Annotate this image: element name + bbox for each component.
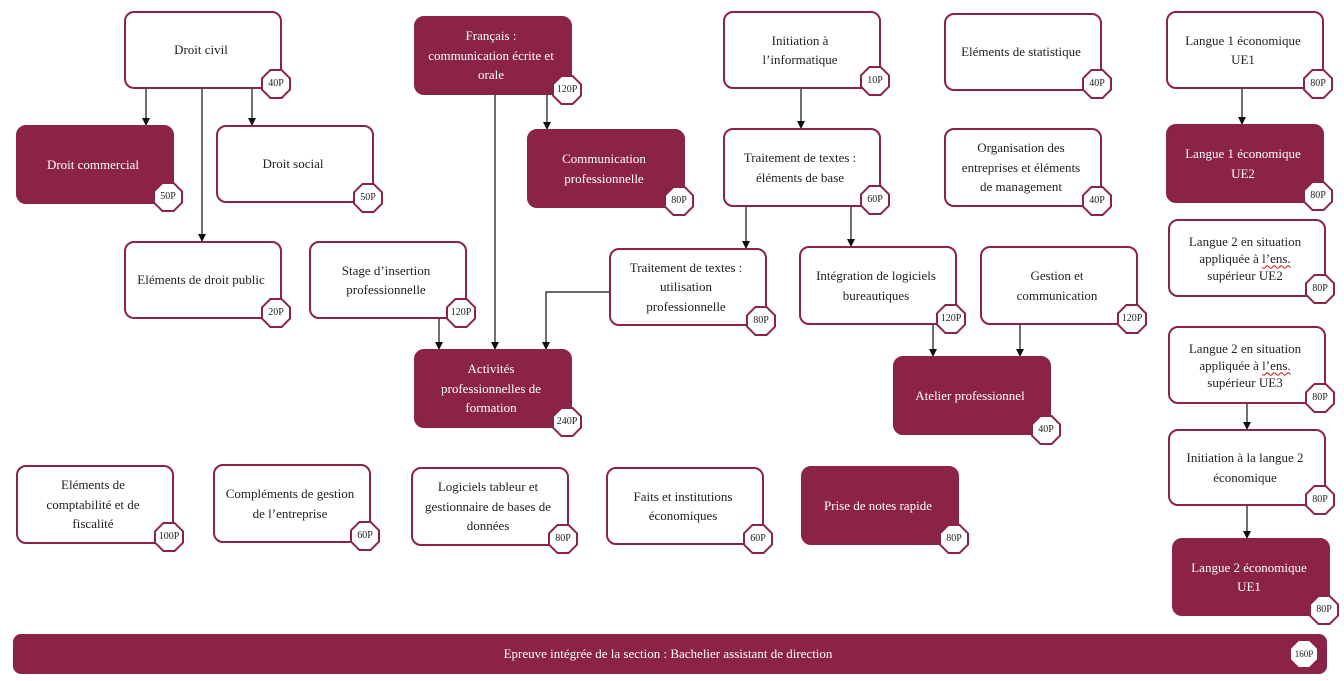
credit-badge: 40P	[1082, 69, 1112, 99]
credit-badge: 80P	[1303, 69, 1333, 99]
node-label: Traitement de textes : utilisation profe…	[629, 259, 743, 314]
node-label: Faits et institutions économiques	[633, 488, 733, 524]
node-label: Initiation à l’informatique	[762, 32, 838, 68]
node-traitement-textes-base[interactable]: Traitement de textes : éléments de base	[723, 128, 881, 207]
node-label: Stage d’insertion professionnelle	[341, 262, 431, 298]
credit-badge: 80P	[1309, 595, 1339, 625]
node-initiation-langue2[interactable]: Initiation à la langue 2 économique	[1168, 429, 1326, 506]
node-logiciels-tableur[interactable]: Logiciels tableur et gestionnaire de bas…	[411, 467, 569, 546]
credit-badge: 10P	[860, 66, 890, 96]
node-label: Langue 2 en situation appliquée à l’ens.…	[1188, 233, 1302, 283]
node-organisation-entreprises[interactable]: Organisation des entreprises et éléments…	[944, 128, 1102, 207]
node-label: Epreuve intégrée de la section : Bacheli…	[503, 646, 833, 662]
credit-badge: 80P	[548, 524, 578, 554]
edge-traitement-utilisation-to-activites	[542, 291, 609, 350]
node-langue2-ue1[interactable]: Langue 2 économique UE1	[1172, 538, 1330, 616]
node-francais-communication[interactable]: Français : communication écrite et orale	[414, 16, 572, 95]
credit-badge: 120P	[1117, 304, 1147, 334]
node-initiation-informatique[interactable]: Initiation à l’informatique	[723, 11, 881, 89]
credit-badge: 80P	[939, 524, 969, 554]
node-label: Compléments de gestion de l’entreprise	[225, 486, 355, 521]
node-activites-professionnelles[interactable]: Activités professionnelles de formation	[414, 349, 572, 428]
credit-badge: 120P	[446, 298, 476, 328]
node-droit-civil[interactable]: Droit civil	[124, 11, 282, 89]
node-label: Communication professionnelle	[562, 151, 646, 186]
node-label: Français : communication écrite et orale	[428, 28, 554, 83]
node-droit-social[interactable]: Droit social	[216, 125, 374, 203]
credit-badge: 40P	[261, 69, 291, 99]
node-label: Langue 2 économique UE1	[1191, 559, 1307, 595]
credit-badge: 100P	[154, 522, 184, 552]
node-label: Prise de notes rapide	[824, 497, 932, 513]
credit-badge: 40P	[1031, 415, 1061, 445]
credit-badge: 40P	[1082, 186, 1112, 216]
credit-badge: 60P	[860, 185, 890, 215]
node-atelier-professionnel[interactable]: Atelier professionnel	[893, 356, 1051, 435]
node-label: Eléments de comptabilité et de fiscalité	[46, 477, 140, 532]
credit-badge: 80P	[664, 186, 694, 216]
credit-badge: 60P	[743, 524, 773, 554]
node-droit-commercial[interactable]: Droit commercial	[16, 125, 174, 204]
credit-badge: 120P	[552, 75, 582, 105]
node-label: Activités professionnelles de formation	[440, 361, 541, 416]
node-langue1-ue1[interactable]: Langue 1 économique UE1	[1166, 11, 1324, 89]
node-label: Organisation des entreprises et éléments…	[961, 140, 1081, 195]
node-label: Initiation à la langue 2 économique	[1186, 450, 1304, 485]
node-elements-droit-public[interactable]: Eléments de droit public	[124, 241, 282, 319]
node-complements-gestion[interactable]: Compléments de gestion de l’entreprise	[213, 464, 371, 543]
credit-badge: 60P	[350, 521, 380, 551]
node-stage-insertion[interactable]: Stage d’insertion professionnelle	[309, 241, 467, 319]
node-label: Traitement de textes : éléments de base	[743, 150, 857, 185]
node-elements-comptabilite[interactable]: Eléments de comptabilité et de fiscalité	[16, 465, 174, 544]
node-label: Droit civil	[174, 42, 228, 58]
node-label: Langue 1 économique UE1	[1185, 32, 1301, 68]
credit-badge: 80P	[746, 306, 776, 336]
node-label: Eléments de statistique	[961, 44, 1081, 60]
node-label: Langue 1 économique UE2	[1185, 146, 1301, 181]
credit-badge: 240P	[552, 407, 582, 437]
credit-badge: 160P	[1289, 639, 1319, 669]
node-label: Droit social	[262, 156, 324, 172]
node-label: Langue 2 en situation appliquée à l’ens.…	[1188, 340, 1302, 390]
node-integration-logiciels[interactable]: Intégration de logiciels bureautiques	[799, 246, 957, 325]
node-label: Intégration de logiciels bureautiques	[816, 268, 936, 303]
credit-badge: 80P	[1305, 274, 1335, 304]
node-langue2-situation-ue2[interactable]: Langue 2 en situation appliquée à l’ens.…	[1168, 219, 1326, 297]
node-prise-notes[interactable]: Prise de notes rapide	[801, 466, 959, 545]
credit-badge: 80P	[1305, 383, 1335, 413]
node-label: Logiciels tableur et gestionnaire de bas…	[425, 479, 551, 534]
node-label: Gestion et communication	[1016, 268, 1098, 303]
credit-badge: 80P	[1303, 181, 1333, 211]
credit-badge: 50P	[153, 182, 183, 212]
credit-badge: 20P	[261, 298, 291, 328]
credit-badge: 120P	[936, 304, 966, 334]
node-label: Droit commercial	[46, 156, 140, 172]
credit-badge: 80P	[1305, 485, 1335, 515]
node-langue1-ue2[interactable]: Langue 1 économique UE2	[1166, 124, 1324, 203]
node-label: Eléments de droit public	[137, 272, 265, 288]
node-communication-professionnelle[interactable]: Communication professionnelle	[527, 129, 685, 208]
node-gestion-communication[interactable]: Gestion et communication	[980, 246, 1138, 325]
node-elements-statistique[interactable]: Eléments de statistique	[944, 13, 1102, 91]
credit-badge: 50P	[353, 183, 383, 213]
node-faits-institutions[interactable]: Faits et institutions économiques	[606, 467, 764, 545]
node-epreuve-integree[interactable]: Epreuve intégrée de la section : Bacheli…	[13, 634, 1327, 674]
node-label: Atelier professionnel	[915, 387, 1025, 403]
node-traitement-textes-utilisation[interactable]: Traitement de textes : utilisation profe…	[609, 248, 767, 326]
node-langue2-situation-ue3[interactable]: Langue 2 en situation appliquée à l’ens.…	[1168, 326, 1326, 404]
